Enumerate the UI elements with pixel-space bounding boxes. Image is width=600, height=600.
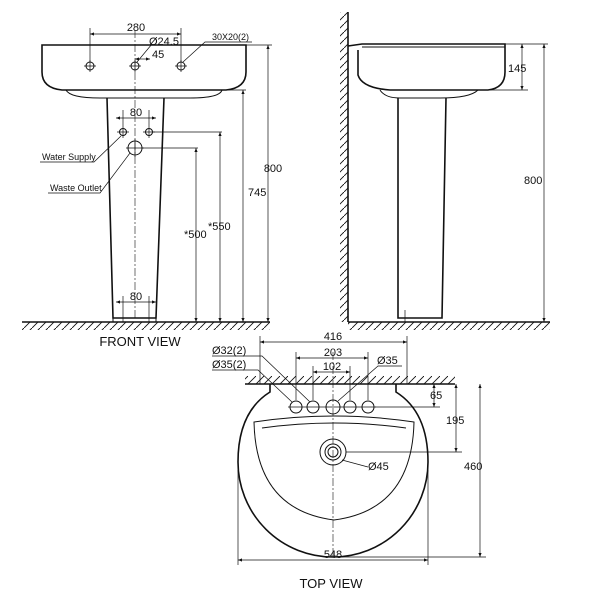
dim-65-label: 65 bbox=[430, 390, 442, 402]
dim-80-bottom-label: 80 bbox=[130, 291, 142, 303]
dim-745-label: 745 bbox=[248, 187, 266, 199]
dim-dia245-label: Ø24.5 bbox=[149, 36, 179, 48]
front-pedestal-foot bbox=[112, 318, 157, 322]
side-floor-hatch bbox=[348, 322, 550, 330]
dim-dia35-2-label: Ø35(2) bbox=[212, 359, 246, 371]
leader-dia35-2 bbox=[212, 369, 293, 403]
side-view: 145 800 bbox=[340, 12, 550, 330]
leader-dia35 bbox=[337, 365, 402, 402]
front-floor-hatch bbox=[22, 322, 270, 330]
dim-slot-label: 30X20(2) bbox=[212, 32, 249, 42]
leader-water-supply bbox=[40, 135, 122, 163]
dim-dia35-label: Ø35 bbox=[377, 355, 398, 367]
waste-outlet-label: Waste Outlet bbox=[50, 183, 102, 193]
top-bowl bbox=[253, 415, 415, 521]
front-basin bbox=[41, 44, 247, 91]
dim-416-label: 416 bbox=[324, 331, 342, 343]
dim-500-label: *500 bbox=[184, 229, 207, 241]
front-basin-underside bbox=[65, 89, 223, 99]
top-view-title: TOP VIEW bbox=[299, 576, 363, 591]
dim-460-label: 460 bbox=[464, 461, 482, 473]
front-view-title: FRONT VIEW bbox=[99, 334, 181, 349]
side-basin-underside bbox=[379, 89, 479, 99]
dim-102-label: 102 bbox=[323, 361, 341, 373]
top-basin-outline bbox=[237, 384, 429, 558]
front-view: 280 Ø24.5 45 30X20(2) 80 Water Supply Wa bbox=[22, 22, 282, 349]
water-supply-label: Water Supply bbox=[42, 152, 96, 162]
leader-waste-outlet bbox=[48, 152, 131, 194]
dim-203-label: 203 bbox=[324, 347, 342, 359]
side-basin bbox=[347, 43, 506, 91]
leader-dia45 bbox=[341, 459, 369, 468]
water-supply-holes bbox=[117, 126, 155, 138]
top-bowl-rim bbox=[261, 422, 407, 429]
dim-45-label: 45 bbox=[152, 49, 164, 61]
front-tap-holes bbox=[84, 60, 187, 72]
dim-800-front-label: 800 bbox=[264, 163, 282, 175]
dim-548-label: 548 bbox=[324, 549, 342, 561]
leader-slot bbox=[182, 41, 252, 63]
dim-280-label: 280 bbox=[127, 22, 145, 34]
dim-550-label: *550 bbox=[208, 221, 231, 233]
front-pedestal bbox=[106, 97, 165, 319]
top-view: 416 203 102 Ø32(2) Ø35(2) Ø35 65 195 460 bbox=[212, 331, 486, 591]
top-tap-holes bbox=[288, 399, 376, 415]
leader-dia32 bbox=[212, 355, 311, 403]
dim-80-top-label: 80 bbox=[130, 107, 142, 119]
side-pedestal bbox=[397, 97, 447, 319]
dim-dia32-label: Ø32(2) bbox=[212, 345, 246, 357]
dim-dia45-label: Ø45 bbox=[368, 461, 389, 473]
dim-145-label: 145 bbox=[508, 63, 526, 75]
dim-195-label: 195 bbox=[446, 415, 464, 427]
side-wall-hatch bbox=[340, 12, 348, 322]
dim-800-side-label: 800 bbox=[524, 175, 542, 187]
